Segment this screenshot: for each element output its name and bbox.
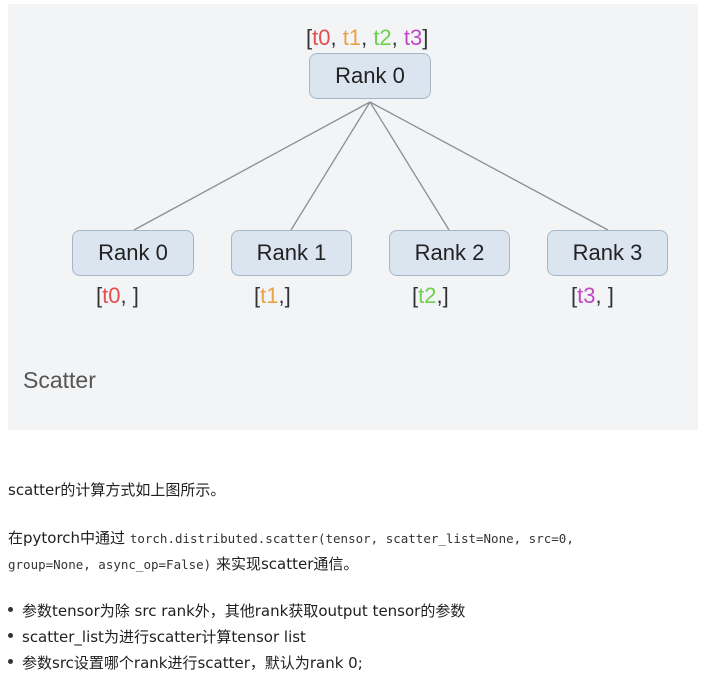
bullet-text: 参数src设置哪个rank进行scatter，默认为rank 0; <box>22 654 363 672</box>
node-rank1: Rank 1 <box>231 230 352 276</box>
bracket-close: , ] <box>595 283 614 308</box>
tensor-t2: t2 <box>373 25 392 50</box>
rank3-tensor-list: [t3, ] <box>571 283 614 309</box>
separator: , <box>361 25 374 50</box>
edge-root-rank3 <box>369 101 609 231</box>
diagram-title: Scatter <box>23 367 96 393</box>
scatter-diagram: [t0, t1, t2, t3] Rank 0 Rank 0 Rank 1 Ra… <box>8 4 698 430</box>
code-scatter-signature-cont: group=None, async_op=False) <box>8 557 212 572</box>
paragraph-intro: scatter的计算方式如上图所示。 <box>8 481 226 499</box>
bracket-open: [ <box>96 283 103 308</box>
tensor-t3: t3 <box>403 25 423 50</box>
bullet-item: 参数src设置哪个rank进行scatter，默认为rank 0; <box>8 652 363 673</box>
bullet-dot-icon <box>8 659 13 664</box>
tensor-t0: t0 <box>102 283 121 308</box>
bullet-text: scatter_list为进行scatter计算tensor list <box>22 628 306 646</box>
paragraph-api-line2: group=None, async_op=False) 来实现scatter通信… <box>8 553 358 574</box>
bracket-open: [ <box>571 283 578 308</box>
api-suffix: 来实现scatter通信。 <box>211 555 359 573</box>
api-prefix: 在pytorch中通过 <box>8 529 130 547</box>
bracket-close: ] <box>422 25 429 50</box>
edge-root-rank1 <box>290 101 371 231</box>
tensor-t0: t0 <box>312 25 331 50</box>
bullet-dot-icon <box>8 633 13 638</box>
bullet-item: scatter_list为进行scatter计算tensor list <box>8 626 306 647</box>
edge-root-rank0 <box>133 101 371 231</box>
node-rank3: Rank 3 <box>547 230 668 276</box>
tensor-t1: t1 <box>260 283 279 308</box>
rank0-tensor-list: [t0, ] <box>96 283 139 309</box>
rank1-tensor-list: [t1,] <box>254 283 291 309</box>
node-root-rank0: Rank 0 <box>309 53 431 99</box>
bracket-open: [ <box>412 283 419 308</box>
tensor-t2: t2 <box>418 283 437 308</box>
tensor-t1: t1 <box>342 25 362 50</box>
bullet-dot-icon <box>8 607 13 612</box>
separator: , <box>330 25 343 50</box>
diagram-edges <box>133 101 609 231</box>
tensor-t3: t3 <box>577 283 596 308</box>
bracket-close: , ] <box>120 283 139 308</box>
root-tensor-list: [t0, t1, t2, t3] <box>306 25 428 51</box>
bracket-open: [ <box>306 25 313 50</box>
node-rank0: Rank 0 <box>72 230 194 276</box>
code-scatter-signature: torch.distributed.scatter(tensor, scatte… <box>129 531 574 546</box>
rank2-tensor-list: [t2,] <box>412 283 449 309</box>
bullet-item: 参数tensor为除 src rank外，其他rank获取output tens… <box>8 600 465 621</box>
bracket-close: ,] <box>278 283 291 308</box>
edge-root-rank2 <box>369 101 450 231</box>
node-rank2: Rank 2 <box>389 230 510 276</box>
paragraph-api-line1: 在pytorch中通过 torch.distributed.scatter(te… <box>8 527 574 548</box>
bracket-open: [ <box>254 283 261 308</box>
separator: , <box>391 25 404 50</box>
bullet-text: 参数tensor为除 src rank外，其他rank获取output tens… <box>22 602 466 620</box>
bracket-close: ,] <box>436 283 449 308</box>
